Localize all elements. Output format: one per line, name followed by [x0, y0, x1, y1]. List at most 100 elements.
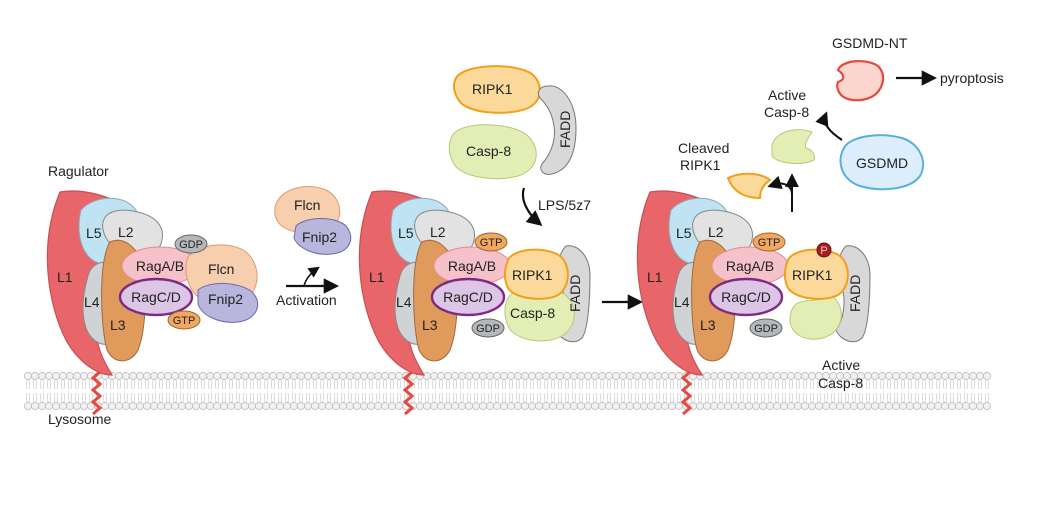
lipid-tail [810, 392, 814, 403]
lipid-tail [922, 392, 926, 403]
lipid-head [507, 372, 515, 380]
lipid-tail [194, 379, 198, 390]
lipid-tail [145, 392, 149, 403]
lipid-tail [908, 379, 912, 390]
lipid-head [199, 402, 207, 410]
lipid-head [955, 372, 963, 380]
lipid-tail [943, 392, 947, 403]
casp8-free [448, 124, 537, 180]
gsdmd-nt [836, 60, 885, 102]
lipid-head [59, 372, 67, 380]
lipid-tail [565, 379, 569, 390]
lipid-tail [75, 392, 79, 403]
pyroptosis-label: pyroptosis [940, 70, 1004, 86]
lipid-tail [537, 379, 541, 390]
lipid-head [962, 402, 970, 410]
lipid-tail [327, 379, 331, 390]
lipid-head [325, 402, 333, 410]
lipid-head [598, 402, 606, 410]
lipid-tail [824, 392, 828, 403]
lipid-tail [124, 379, 128, 390]
lipid-tail [250, 392, 254, 403]
active-casp8-top-label-2: Casp-8 [764, 104, 809, 120]
lipid-tail [579, 379, 583, 390]
lipid-head [829, 402, 837, 410]
lipid-head [941, 402, 949, 410]
lipid-head [759, 402, 767, 410]
lipid-head [745, 402, 753, 410]
lipid-head [311, 402, 319, 410]
ragc-d-gtpase [118, 277, 194, 317]
lipid-head [913, 402, 921, 410]
lipid-tail [152, 379, 156, 390]
lipid-tail [740, 392, 744, 403]
lipid-head [927, 372, 935, 380]
lipid-tail [691, 392, 695, 403]
lysosome-label: Lysosome [48, 411, 112, 427]
lipid-head [332, 402, 340, 410]
lipid-tail [208, 392, 212, 403]
lipid-head [899, 402, 907, 410]
recruited-proteins: RIPK1 Casp-8 FADD [448, 65, 577, 180]
lipid-tail [551, 379, 555, 390]
gdp-label-3: GDP [754, 323, 778, 335]
flcn-free-label: Flcn [294, 197, 320, 213]
lipid-head [717, 372, 725, 380]
ragulator-label: Ragulator [48, 163, 109, 179]
lipid-tail [628, 392, 632, 403]
lipid-head [290, 402, 298, 410]
lipid-tail [460, 392, 464, 403]
lipid-head [822, 402, 830, 410]
lipid-head [262, 402, 270, 410]
lipid-head [500, 402, 508, 410]
lipid-head [570, 402, 578, 410]
lipid-head [423, 372, 431, 380]
lipid-tail [530, 379, 534, 390]
lipid-head [514, 402, 522, 410]
lipid-tail [698, 379, 702, 390]
fnip2-bound-label: Fnip2 [208, 291, 243, 307]
lipid-head [521, 402, 529, 410]
lipid-head [353, 402, 361, 410]
lipid-tail [222, 392, 226, 403]
lipid-tail [719, 392, 723, 403]
lipid-tail [838, 379, 842, 390]
phospho-badge [816, 242, 832, 258]
lipid-head [444, 402, 452, 410]
lipid-tail [964, 392, 968, 403]
lipid-head [115, 372, 123, 380]
lipid-head [556, 402, 564, 410]
lipid-tail [61, 392, 65, 403]
lipid-tail [971, 379, 975, 390]
lipid-head [164, 372, 172, 380]
lipid-tail [600, 392, 604, 403]
lipid-head [143, 402, 151, 410]
lipid-tail [166, 379, 170, 390]
lipid-tail [698, 392, 702, 403]
lipid-tail [852, 392, 856, 403]
lipid-head [731, 402, 739, 410]
lipid-head [479, 372, 487, 380]
lipid-tail [82, 379, 86, 390]
lipid-tail [866, 379, 870, 390]
lipid-head [549, 402, 557, 410]
lipid-head [115, 402, 123, 410]
lipid-tail [607, 392, 611, 403]
lipid-tail [243, 379, 247, 390]
lipid-head [969, 372, 977, 380]
lipid-tail [901, 379, 905, 390]
lipid-tail [376, 379, 380, 390]
l1-label-2: L1 [369, 269, 385, 285]
lipid-head [339, 402, 347, 410]
lipid-tail [376, 392, 380, 403]
lipid-head [325, 372, 333, 380]
lipid-head [241, 402, 249, 410]
lipid-head [451, 402, 459, 410]
lipid-tail [663, 379, 667, 390]
active-casp8-bound [789, 295, 842, 340]
lipid-head [318, 372, 326, 380]
lipid-head [906, 372, 914, 380]
lipid-head [59, 402, 67, 410]
lipid-tail [348, 379, 352, 390]
l3-label-3: L3 [700, 317, 716, 333]
